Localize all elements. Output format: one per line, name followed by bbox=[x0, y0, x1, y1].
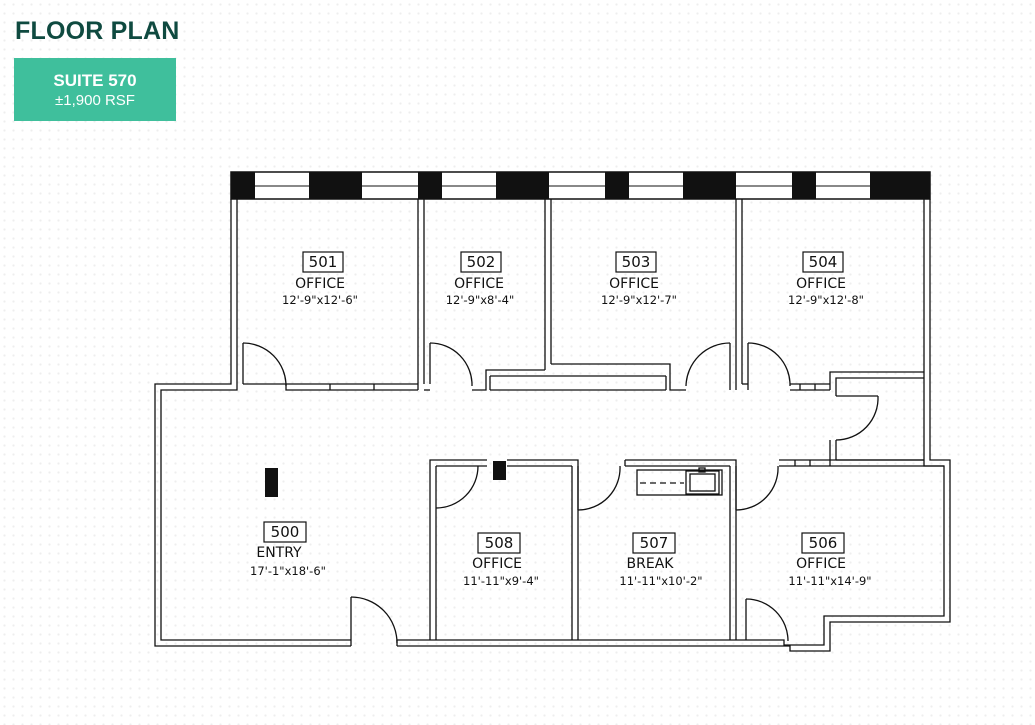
room-number: 500 bbox=[271, 523, 300, 541]
room-name: OFFICE bbox=[472, 556, 522, 572]
column bbox=[493, 461, 506, 480]
room-dimensions: 12'-9"x12'-6" bbox=[282, 293, 358, 307]
window-strip bbox=[230, 171, 931, 200]
room-dimensions: 11'-11"x10'-2" bbox=[619, 574, 702, 588]
column bbox=[265, 468, 278, 497]
room-name: ENTRY bbox=[256, 545, 302, 561]
room-number: 501 bbox=[309, 253, 338, 271]
room-dimensions: 11'-11"x9'-4" bbox=[463, 574, 539, 588]
room-501: 501 OFFICE 12'-9"x12'-6" bbox=[282, 251, 358, 307]
room-name: OFFICE bbox=[609, 276, 659, 292]
room-number: 508 bbox=[485, 534, 514, 552]
room-number: 504 bbox=[809, 253, 838, 271]
page-title: FLOOR PLAN bbox=[15, 17, 180, 45]
suite-area: ±1,900 RSF bbox=[55, 92, 135, 109]
room-dimensions: 12'-9"x12'-8" bbox=[788, 293, 864, 307]
room-508: 508 OFFICE 11'-11"x9'-4" bbox=[463, 532, 539, 588]
room-dimensions: 11'-11"x14'-9" bbox=[788, 574, 871, 588]
room-502: 502 OFFICE 12'-9"x8'-4" bbox=[446, 251, 515, 307]
suite-badge: SUITE 570 ±1,900 RSF bbox=[14, 58, 176, 121]
room-name: OFFICE bbox=[295, 276, 345, 292]
room-500: 500 ENTRY 17'-1"x18'-6" bbox=[250, 521, 326, 578]
room-number: 507 bbox=[640, 534, 669, 552]
room-name: OFFICE bbox=[796, 556, 846, 572]
room-504: 504 OFFICE 12'-9"x12'-8" bbox=[788, 251, 864, 307]
room-number: 506 bbox=[809, 534, 838, 552]
room-dimensions: 12'-9"x8'-4" bbox=[446, 293, 515, 307]
suite-label: SUITE 570 bbox=[53, 71, 137, 90]
room-number: 503 bbox=[622, 253, 651, 271]
room-name: BREAK bbox=[627, 556, 675, 572]
room-503: 503 OFFICE 12'-9"x12'-7" bbox=[601, 251, 677, 307]
room-dimensions: 12'-9"x12'-7" bbox=[601, 293, 677, 307]
room-506: 506 OFFICE 11'-11"x14'-9" bbox=[788, 532, 872, 588]
room-name: OFFICE bbox=[454, 276, 504, 292]
walls bbox=[154, 199, 951, 652]
room-name: OFFICE bbox=[796, 276, 846, 292]
room-dimensions: 17'-1"x18'-6" bbox=[250, 564, 326, 578]
room-507: 507 BREAK 11'-11"x10'-2" bbox=[619, 532, 703, 588]
room-number: 502 bbox=[467, 253, 496, 271]
